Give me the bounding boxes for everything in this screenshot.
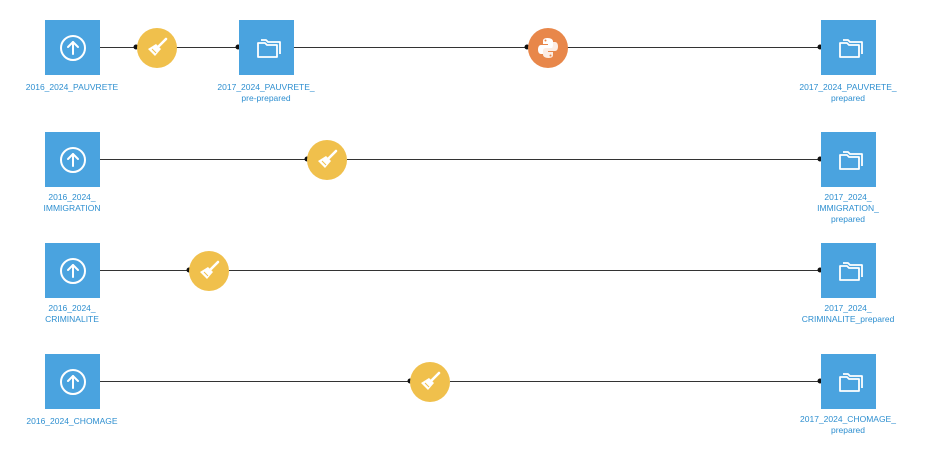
prepare-recipe[interactable] xyxy=(189,251,229,291)
folder-icon xyxy=(838,150,863,170)
edge-port xyxy=(235,44,241,50)
flow-edge xyxy=(176,47,238,48)
dataset-label[interactable]: 2016_2024_PAUVRETE xyxy=(17,82,127,93)
dataset-2016-2024-immigration[interactable] xyxy=(45,132,100,187)
dataset-2017-2024-criminalite-prepared[interactable] xyxy=(821,243,876,298)
dataset-label[interactable]: 2017_2024_PAUVRETE_ prepared xyxy=(793,82,903,104)
dataset-2016-2024-chomage[interactable] xyxy=(45,354,100,409)
dataset-label-line: CRIMINALITE xyxy=(45,314,99,324)
dataset-label[interactable]: 2017_2024_CHOMAGE_ prepared xyxy=(793,414,903,436)
dataset-label-line: 2016_2024_ xyxy=(48,192,96,202)
python-recipe[interactable] xyxy=(528,28,568,68)
dataset-label[interactable]: 2017_2024_ IMMIGRATION_ prepared xyxy=(793,192,903,225)
broom-icon xyxy=(200,260,220,279)
dataset-label[interactable]: 2016_2024_CHOMAGE xyxy=(17,416,127,427)
dataset-2016-2024-pauvrete[interactable] xyxy=(45,20,100,75)
upload-icon xyxy=(59,368,86,395)
upload-icon xyxy=(59,146,86,173)
upload-icon xyxy=(59,257,86,284)
dataset-label[interactable]: 2016_2024_ CRIMINALITE xyxy=(17,303,127,325)
broom-icon xyxy=(148,37,168,56)
flow-edge xyxy=(100,270,189,271)
folder-icon xyxy=(838,261,863,281)
edge-port xyxy=(133,44,139,50)
edge-port xyxy=(817,267,823,273)
dataset-label-line: 2017_2024_PAUVRETE_ xyxy=(217,82,315,92)
dataset-label-line: IMMIGRATION xyxy=(43,203,101,213)
dataset-label-line: 2017_2024_PAUVRETE_ xyxy=(799,82,897,92)
edge-port xyxy=(817,378,823,384)
flow-edge xyxy=(347,159,820,160)
dataset-label-line: IMMIGRATION_ xyxy=(817,203,879,213)
dataset-2017-2024-immigration-prepared[interactable] xyxy=(821,132,876,187)
dataset-label-line: pre-prepared xyxy=(241,93,291,103)
dataset-label-line: prepared xyxy=(830,425,866,435)
flow-edge xyxy=(100,381,410,382)
dataset-2017-2024-pauvrete-prepared[interactable] xyxy=(821,20,876,75)
folder-icon xyxy=(838,38,863,58)
dataset-label-line: 2017_2024_ xyxy=(824,303,872,313)
folder-icon xyxy=(838,372,863,392)
flow-edge xyxy=(100,47,136,48)
flow-edge xyxy=(450,381,820,382)
broom-icon xyxy=(421,371,441,390)
broom-icon xyxy=(318,149,338,168)
upload-icon xyxy=(59,34,86,61)
dataset-label[interactable]: 2016_2024_ IMMIGRATION xyxy=(17,192,127,214)
dataset-label-line: prepared xyxy=(830,93,866,103)
dataset-label-line: 2017_2024_ xyxy=(824,192,872,202)
dataset-2017-2024-chomage-prepared[interactable] xyxy=(821,354,876,409)
dataset-2016-2024-criminalite[interactable] xyxy=(45,243,100,298)
flow-edge xyxy=(100,159,307,160)
dataset-label-line: 2017_2024_CHOMAGE_ xyxy=(800,414,896,424)
prepare-recipe[interactable] xyxy=(410,362,450,402)
dataset-label-line: CRIMINALITE_prepared xyxy=(801,314,895,324)
dataset-label-line: 2016_2024_CHOMAGE xyxy=(26,416,118,426)
dataset-label[interactable]: 2017_2024_PAUVRETE_ pre-prepared xyxy=(211,82,321,104)
dataset-2017-2024-pauvrete-pre-prepared[interactable] xyxy=(239,20,294,75)
dataset-label-line: 2016_2024_ xyxy=(48,303,96,313)
edge-port xyxy=(817,156,823,162)
dataset-label[interactable]: 2017_2024_ CRIMINALITE_prepared xyxy=(793,303,903,325)
dataset-label-line: prepared xyxy=(830,214,866,224)
folder-icon xyxy=(256,38,281,58)
flow-edge xyxy=(567,47,820,48)
prepare-recipe[interactable] xyxy=(137,28,177,68)
dataset-label-line: 2016_2024_PAUVRETE xyxy=(25,82,119,92)
edge-port xyxy=(817,44,823,50)
edge-port xyxy=(524,44,530,50)
python-icon xyxy=(538,38,558,58)
flow-edge xyxy=(229,270,820,271)
flow-edge xyxy=(294,47,527,48)
prepare-recipe[interactable] xyxy=(307,140,347,180)
